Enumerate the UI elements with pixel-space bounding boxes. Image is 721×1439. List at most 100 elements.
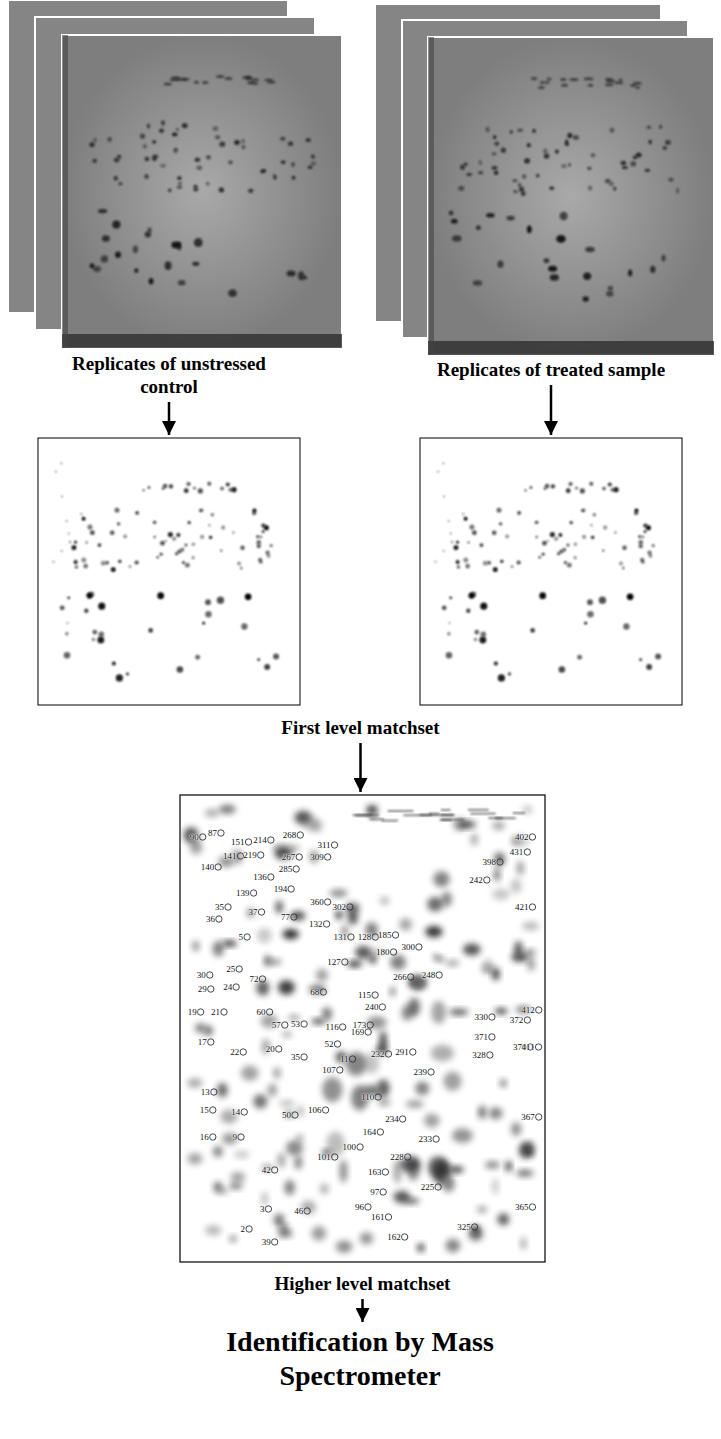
protein-spot <box>433 871 449 887</box>
protein-spot <box>306 138 311 142</box>
protein-spot <box>494 171 498 175</box>
protein-spot <box>187 1153 202 1164</box>
protein-spot <box>61 550 63 552</box>
protein-spot <box>621 161 627 166</box>
spot-ring <box>258 909 264 915</box>
spot-ring <box>347 904 353 910</box>
spot-number: 219 <box>243 851 257 860</box>
spot-ring <box>271 1239 277 1245</box>
protein-spot <box>228 160 232 164</box>
protein-spot <box>516 1170 534 1177</box>
protein-spot <box>198 488 203 493</box>
protein-spot <box>476 225 481 230</box>
spot-number: 106 <box>308 1106 322 1115</box>
protein-spot <box>219 142 225 147</box>
gel-edge <box>62 35 68 348</box>
protein-spot <box>543 149 547 154</box>
spot-number: 14 <box>231 1108 240 1117</box>
protein-spot <box>510 130 513 133</box>
spot-number: 141 <box>223 852 237 861</box>
spot-number: 68 <box>310 988 319 997</box>
protein-spot <box>442 1176 455 1192</box>
protein-spot <box>462 513 464 515</box>
protein-spot <box>200 535 204 539</box>
protein-spot <box>83 564 88 569</box>
protein-spot <box>431 1045 454 1062</box>
protein-spot <box>168 189 172 193</box>
protein-spot <box>261 169 266 172</box>
protein-spot <box>176 186 182 189</box>
protein-spot <box>217 596 224 603</box>
step-caption: Identification by Mass Spectrometer <box>160 1325 560 1393</box>
spot-number: 140 <box>201 863 215 872</box>
spot-number: 5 <box>239 933 244 942</box>
protein-spot <box>559 549 563 553</box>
protein-spot <box>193 187 198 191</box>
protein-spot <box>226 483 230 487</box>
spot-ring <box>372 992 378 998</box>
protein-spot <box>501 148 506 153</box>
protein-spot <box>369 956 376 964</box>
spot-number: 412 <box>521 1006 535 1015</box>
protein-spot <box>168 532 173 537</box>
protein-spot <box>162 487 165 490</box>
protein-spot <box>241 145 245 149</box>
protein-spot <box>449 211 453 215</box>
protein-spot <box>253 1094 267 1109</box>
spot-ring <box>435 1184 441 1190</box>
protein-spot <box>567 563 572 568</box>
protein-spot <box>282 1031 292 1037</box>
spot-ring <box>337 1067 343 1073</box>
protein-spot <box>584 622 587 625</box>
protein-spot <box>69 541 71 543</box>
protein-spot <box>619 78 623 81</box>
protein-spot <box>443 550 445 552</box>
protein-spot <box>448 520 450 522</box>
protein-spot <box>466 608 470 612</box>
protein-spot <box>65 632 68 635</box>
protein-spot <box>98 209 107 213</box>
protein-spot <box>519 1144 534 1158</box>
protein-spot <box>118 560 121 563</box>
spot-ring <box>497 859 503 865</box>
protein-spot <box>560 78 566 81</box>
protein-spot <box>652 544 655 547</box>
protein-spot <box>284 1180 295 1195</box>
spot-number: 17 <box>198 1038 207 1047</box>
protein-spot <box>479 636 486 643</box>
protein-spot <box>668 178 673 182</box>
step-caption: Replicates of unstressed control <box>49 352 289 398</box>
protein-spot <box>457 565 460 568</box>
protein-spot <box>176 533 180 537</box>
spot-ring <box>208 1039 214 1045</box>
spot-ring <box>301 1021 307 1027</box>
protein-spot <box>176 128 179 131</box>
spot-number: 115 <box>358 991 371 1000</box>
protein-spot <box>330 889 348 897</box>
protein-spot <box>638 535 641 538</box>
protein-spot <box>219 805 236 814</box>
spot-number: 161 <box>371 1213 385 1222</box>
protein-spot <box>547 77 552 80</box>
protein-spot <box>441 891 452 906</box>
protein-spot <box>561 164 566 168</box>
spot-number: 266 <box>393 973 407 982</box>
spot-number: 35 <box>215 903 224 912</box>
protein-spot <box>474 638 477 641</box>
protein-spot <box>588 84 594 87</box>
protein-spot <box>222 940 237 946</box>
protein-spot <box>613 187 616 191</box>
protein-spot <box>583 273 591 280</box>
protein-spot <box>89 142 94 147</box>
protein-spot <box>536 174 540 178</box>
protein-spot <box>394 1191 411 1204</box>
protein-spot <box>177 549 181 553</box>
blob-group <box>184 805 540 1253</box>
protein-spot <box>589 482 593 486</box>
spot-number: 96 <box>355 1203 364 1212</box>
protein-spot <box>565 142 570 147</box>
spot-ring <box>207 972 213 978</box>
step-block: Identification by Mass Spectrometer <box>160 1325 560 1393</box>
protein-spot <box>117 155 121 159</box>
protein-spot <box>542 553 545 556</box>
